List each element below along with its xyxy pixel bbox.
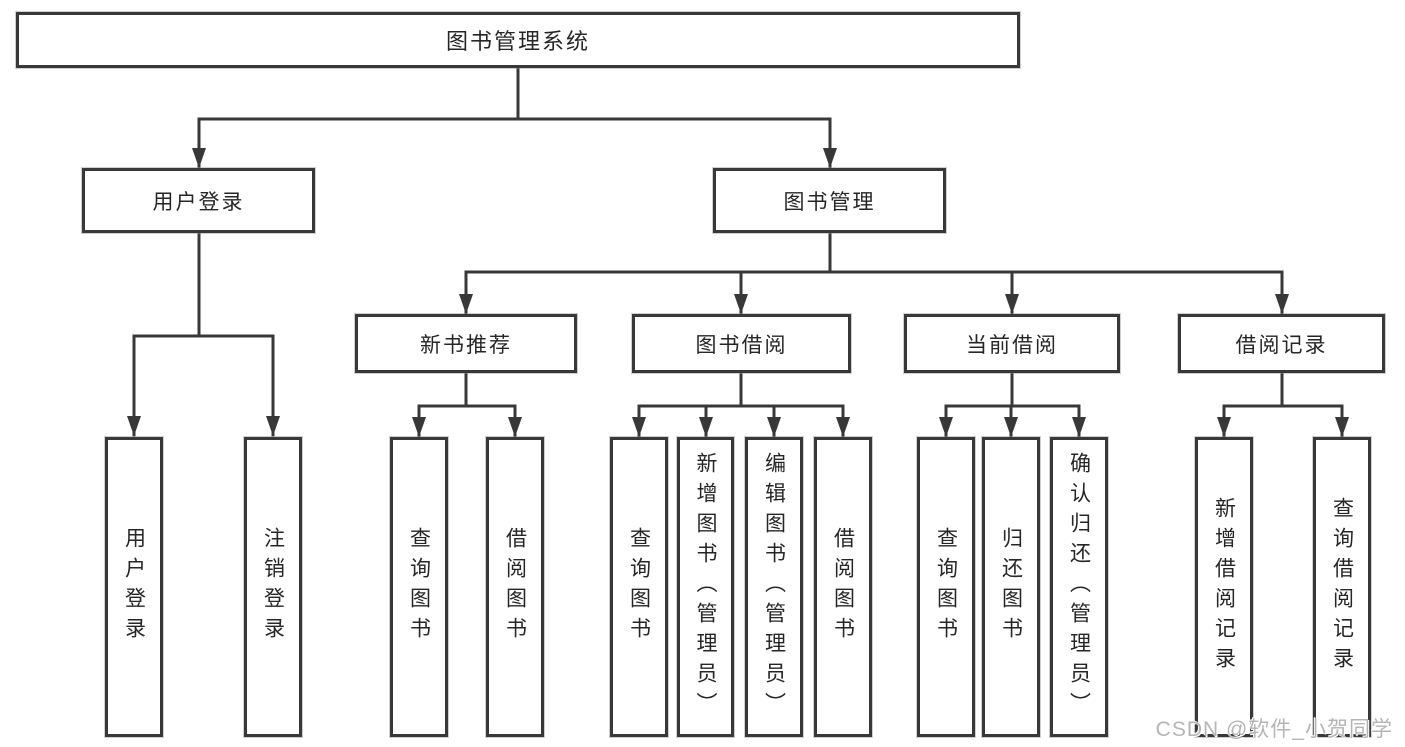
node-query-books-borrowing: 查询图书 (610, 437, 668, 737)
node-book-borrowing: 图书借阅 (632, 314, 851, 373)
node-borrowing-records-label: 借阅记录 (1235, 333, 1328, 357)
node-borrow-books-recommend: 借阅图书 (486, 437, 544, 737)
node-query-books-recommend-label: 查询图书 (407, 527, 431, 647)
node-book-borrowing-label: 图书借阅 (695, 333, 788, 357)
node-query-books-borrowing-label: 查询图书 (627, 527, 651, 647)
node-borrowing-records: 借阅记录 (1178, 314, 1385, 373)
node-user-login-branch: 用户登录 (82, 168, 315, 233)
node-query-books-current: 查询图书 (917, 437, 975, 737)
node-edit-books-admin: 编辑图书（管理员） (745, 437, 803, 737)
node-borrow-books-recommend-label: 借阅图书 (503, 527, 527, 647)
node-current-borrowing-label: 当前借阅 (966, 333, 1058, 357)
node-return-books: 归还图书 (982, 437, 1040, 737)
node-new-book-recommendation: 新书推荐 (355, 314, 577, 373)
node-query-borrow-record: 查询借阅记录 (1313, 437, 1371, 737)
node-query-borrow-record-label: 查询借阅记录 (1330, 497, 1354, 677)
node-logout: 注销登录 (244, 437, 302, 737)
node-return-books-label: 归还图书 (999, 527, 1023, 647)
node-logout-label: 注销登录 (261, 527, 285, 647)
node-book-management: 图书管理 (713, 168, 946, 233)
node-add-borrow-record: 新增借阅记录 (1195, 437, 1253, 737)
node-borrow-books: 借阅图书 (814, 437, 872, 737)
node-add-borrow-record-label: 新增借阅记录 (1212, 497, 1236, 677)
watermark: CSDN @软件_小贺同学 (1155, 718, 1393, 741)
node-current-borrowing: 当前借阅 (904, 314, 1120, 373)
node-root-label: 图书管理系统 (445, 29, 590, 54)
node-book-management-label: 图书管理 (783, 190, 876, 214)
node-confirm-return-admin-label: 确认归还（管理员） (1067, 452, 1091, 722)
node-add-books-admin-label: 新增图书（管理员） (694, 452, 718, 722)
node-new-book-recommendation-label: 新书推荐 (420, 333, 512, 357)
node-user-login-branch-label: 用户登录 (152, 190, 245, 214)
node-add-books-admin: 新增图书（管理员） (677, 437, 734, 737)
node-root: 图书管理系统 (16, 12, 1020, 68)
node-query-books-current-label: 查询图书 (934, 527, 958, 647)
node-query-books-recommend: 查询图书 (390, 437, 448, 737)
node-user-login-leaf-label: 用户登录 (122, 527, 146, 647)
node-edit-books-admin-label: 编辑图书（管理员） (762, 452, 786, 722)
node-user-login-leaf: 用户登录 (105, 437, 163, 737)
node-borrow-books-label: 借阅图书 (831, 527, 855, 647)
node-confirm-return-admin: 确认归还（管理员） (1050, 437, 1108, 737)
